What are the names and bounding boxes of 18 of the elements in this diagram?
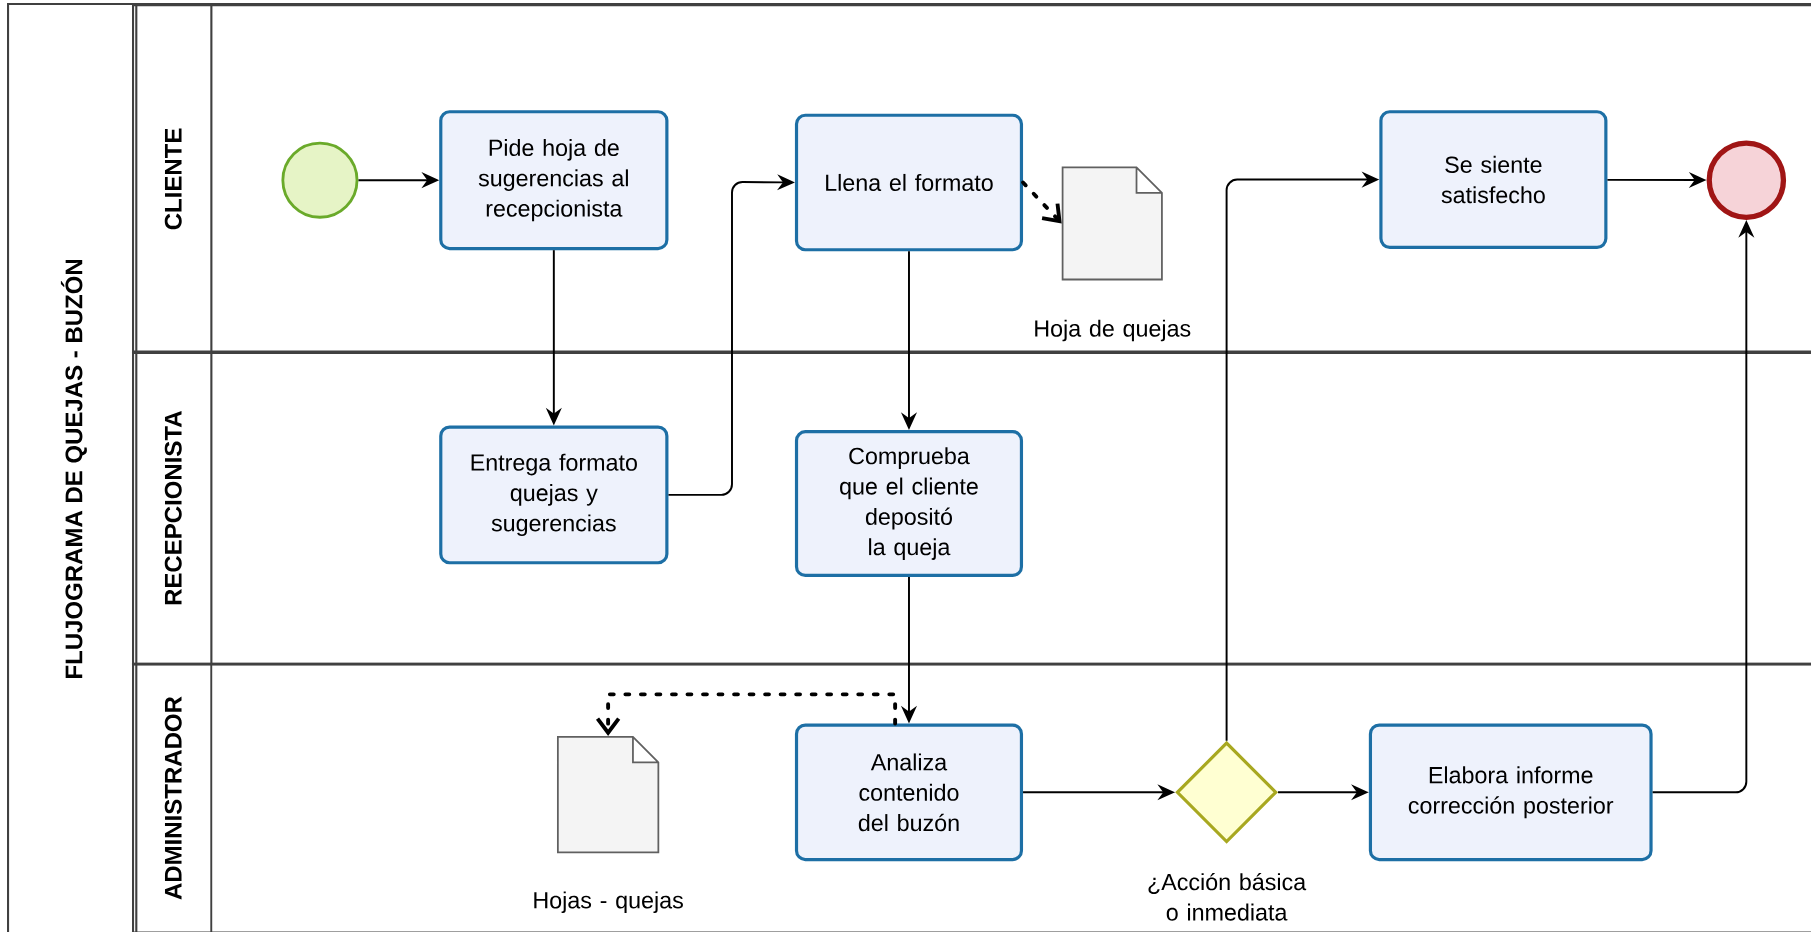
end-event	[1706, 140, 1787, 220]
task-box: Comprueba que el cliente depositó la queja	[794, 430, 1024, 577]
task-box: Pide hoja de sugerencias al recepcionista	[439, 110, 669, 251]
start-event	[281, 141, 359, 219]
task-box: Se siente satisfecho	[1379, 110, 1608, 249]
task-box: Entrega formato quejas y sugerencias	[439, 425, 669, 565]
association-line	[1021, 180, 1062, 224]
association-line	[595, 692, 898, 736]
node-label: Hoja de quejas	[1035, 319, 1191, 342]
task-box: Analiza contenido del buzón	[794, 723, 1024, 862]
task-box: Llena el formato	[794, 113, 1024, 252]
task-box: Elabora informe corrección posterior	[1368, 723, 1653, 862]
lane-label: RECEPCIONISTA	[164, 411, 182, 605]
lane-label: ADMINISTRADOR	[164, 696, 182, 900]
node-label: ¿Acción básica o inmediata	[1148, 872, 1307, 921]
lane-label: CLIENTE	[164, 128, 182, 230]
pool-title: FLUJOGRAMA DE QUEJAS - BUZÓN	[60, 259, 87, 678]
node-label: Hojas - quejas	[534, 891, 683, 914]
